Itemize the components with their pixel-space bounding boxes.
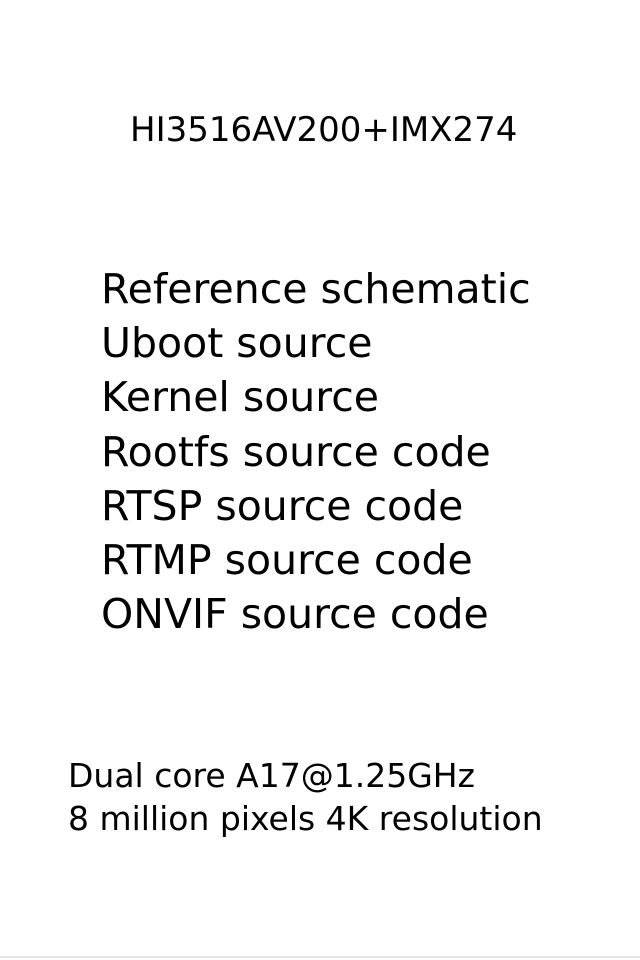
feature-item-reference-schematic: Reference schematic xyxy=(101,265,531,313)
feature-item-rtmp-source: RTMP source code xyxy=(101,536,473,585)
feature-item-kernel-source: Kernel source xyxy=(101,373,379,422)
feature-list: Reference schematic Uboot source Kernel … xyxy=(101,262,531,641)
product-title: HI3516AV200+IMX274 xyxy=(130,110,518,150)
feature-item-onvif-source: ONVIF source code xyxy=(101,590,489,639)
bottom-divider xyxy=(0,956,640,958)
feature-item-rtsp-source: RTSP source code xyxy=(101,481,464,530)
spec-resolution: 8 million pixels 4K resolution xyxy=(68,799,543,838)
spec-cpu: Dual core A17@1.25GHz xyxy=(68,756,475,795)
feature-item-rootfs-source: Rootfs source code xyxy=(101,427,491,476)
feature-item-uboot-source: Uboot source xyxy=(101,319,373,368)
specs-block: Dual core A17@1.25GHz 8 million pixels 4… xyxy=(68,754,543,840)
